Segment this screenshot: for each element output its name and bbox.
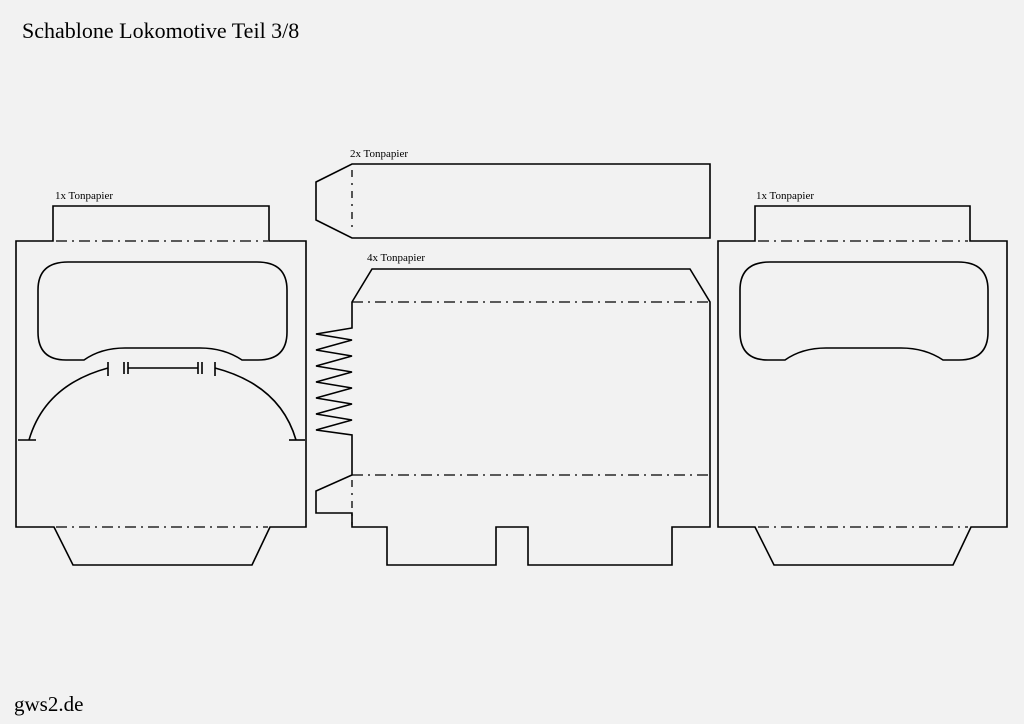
center-piece-outline xyxy=(315,268,711,566)
right-window-cutout xyxy=(739,261,989,361)
top-piece-label: 2x Tonpapier xyxy=(350,148,408,160)
left-piece-label: 1x Tonpapier xyxy=(55,190,113,202)
top-roof-piece: 2x Tonpapier xyxy=(315,148,711,239)
left-arch-left xyxy=(28,367,109,441)
right-piece-label: 1x Tonpapier xyxy=(756,190,814,202)
top-piece-outline xyxy=(315,163,711,239)
left-piece-outline xyxy=(15,205,307,566)
center-piece-label: 4x Tonpapier xyxy=(367,252,425,264)
page-title: Schablone Lokomotive Teil 3/8 xyxy=(22,18,300,43)
left-arch-right xyxy=(214,367,297,441)
left-front-piece: 1x Tonpapier xyxy=(15,190,307,566)
site-footer: gws2.de xyxy=(14,692,84,716)
left-window-cutout xyxy=(37,261,288,361)
right-back-piece: 1x Tonpapier xyxy=(717,190,1008,566)
center-side-piece: 4x Tonpapier xyxy=(315,252,711,566)
right-piece-outline xyxy=(717,205,1008,566)
